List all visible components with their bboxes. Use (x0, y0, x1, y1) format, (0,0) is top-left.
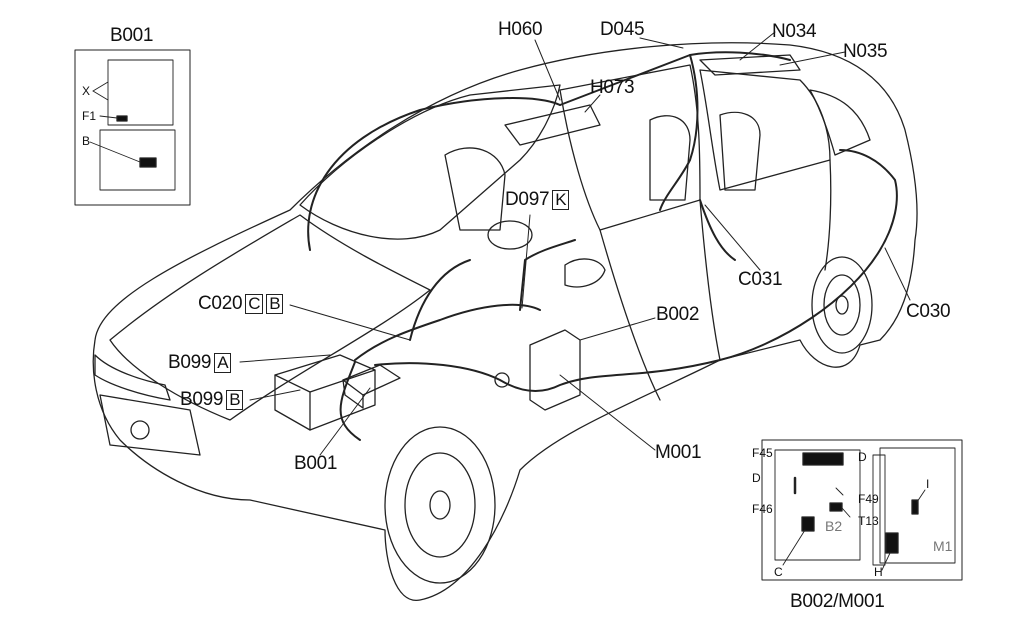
label-n035: N035 (843, 41, 888, 62)
hood (109, 214, 431, 421)
inset-right-f46: F46 (752, 502, 773, 516)
label-b001: B001 (294, 453, 338, 474)
headlight (94, 354, 171, 401)
label-c030: C030 (906, 301, 951, 322)
d097-box: K (552, 190, 570, 210)
inset-left-x: X (82, 84, 91, 98)
inset-right-d-left: D (752, 471, 761, 485)
grommet (494, 372, 510, 388)
inset-right-i: I (926, 477, 930, 491)
rear-quarter-window (809, 89, 871, 156)
ecu-module (529, 329, 581, 411)
inset-right-d-top: D (858, 450, 867, 464)
roof-console (504, 104, 601, 146)
inset-right-m1: M1 (933, 538, 953, 554)
label-m001: M001 (655, 442, 702, 463)
b099b-text: B099 (180, 389, 224, 410)
inset-b002-m001-frame (761, 439, 963, 581)
b099a-box: A (214, 353, 232, 373)
c020-text: C020 (198, 293, 243, 314)
label-n034: N034 (772, 21, 817, 42)
windshield (299, 84, 561, 240)
label-h060: H060 (498, 19, 543, 40)
inset-b001-frame (74, 49, 191, 206)
b099b-box: B (226, 390, 244, 410)
label-c031: C031 (738, 269, 783, 290)
inset-left-f1: F1 (82, 109, 97, 123)
inset-left-b: B (82, 134, 91, 148)
inset-right-c: C (774, 565, 783, 579)
logo (130, 420, 150, 440)
grille (99, 394, 201, 456)
label-b002: B002 (656, 304, 700, 325)
fuse-box-b001 (342, 364, 401, 396)
rear-wheel (811, 256, 873, 354)
label-d045: D045 (600, 19, 645, 40)
wiring-harness (374, 149, 898, 392)
d097-text: D097 (505, 189, 550, 210)
car-body-outline (92, 42, 918, 601)
inset-right-b2: B2 (825, 518, 843, 534)
inset-right-h: H (874, 565, 883, 579)
c020-box-c: C (245, 294, 264, 314)
label-h073: H073 (590, 77, 635, 98)
inset-right-f45: F45 (752, 446, 773, 460)
side-window-front (559, 64, 701, 231)
front-wheel (384, 426, 496, 584)
c020-box-b: B (266, 294, 284, 314)
side-mirror (564, 258, 606, 288)
inset-right-caption: B002/M001 (790, 591, 885, 612)
inset-right-f49: F49 (858, 492, 879, 506)
inset-right-t13: T13 (858, 514, 879, 528)
b099a-text: B099 (168, 352, 212, 373)
side-window-rear (699, 69, 831, 191)
inset-left-title: B001 (110, 25, 154, 46)
